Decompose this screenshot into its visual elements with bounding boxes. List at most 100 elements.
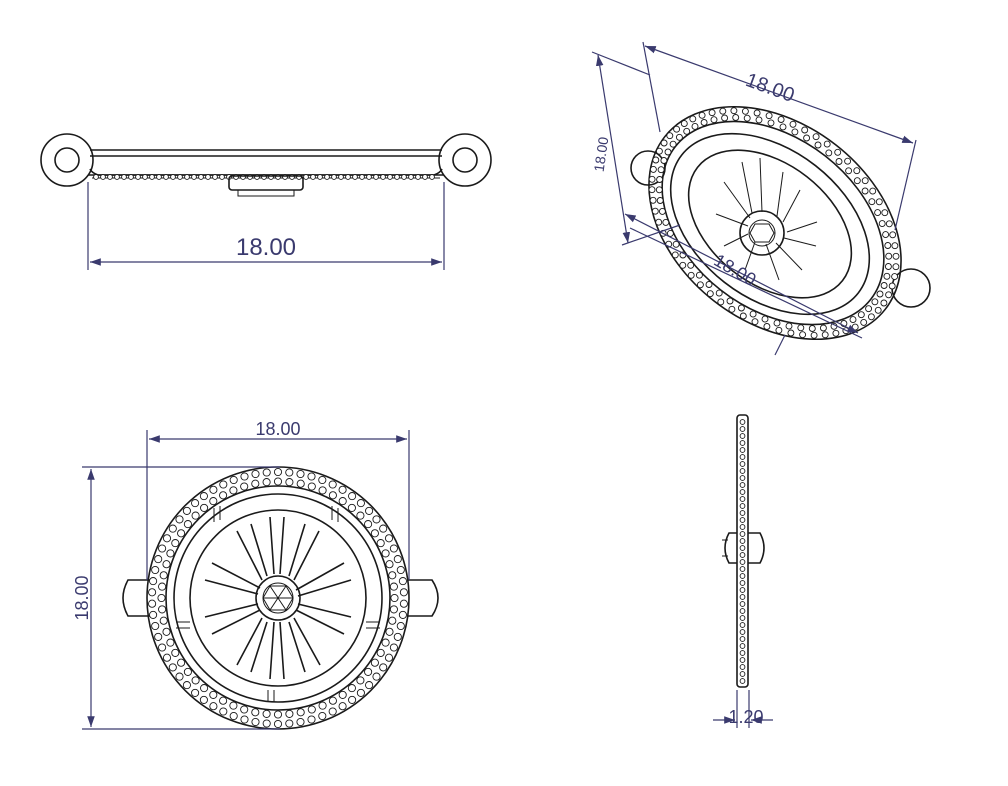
bead-stone bbox=[338, 702, 347, 711]
bead-stone bbox=[871, 298, 879, 306]
bead-stone bbox=[861, 177, 869, 185]
bead-stone bbox=[649, 165, 657, 173]
bead-stone bbox=[875, 198, 883, 206]
bead-stone bbox=[296, 708, 305, 717]
bead-stone bbox=[121, 174, 127, 180]
bead-stone bbox=[373, 174, 379, 180]
bead-stone bbox=[891, 273, 899, 281]
bead-stone bbox=[775, 326, 783, 334]
bead-stone bbox=[191, 499, 200, 508]
bead-stone bbox=[706, 290, 714, 298]
bead-stone bbox=[154, 555, 163, 564]
bead-stone bbox=[755, 116, 763, 124]
bead-stone bbox=[415, 174, 421, 180]
bead-stone bbox=[376, 648, 385, 657]
bead-stone bbox=[191, 174, 197, 180]
bead-stone bbox=[364, 520, 373, 529]
bead-stone bbox=[878, 220, 886, 228]
bead-stone bbox=[219, 480, 228, 489]
bead-stone bbox=[892, 252, 900, 260]
bead-stone bbox=[157, 593, 166, 603]
bead-stone bbox=[715, 289, 723, 297]
bead-stone bbox=[345, 174, 351, 180]
bead-stone bbox=[240, 715, 249, 724]
front-view-width-dimension-label: 18.00 bbox=[255, 419, 300, 439]
bead-stone bbox=[739, 468, 746, 474]
bead-stone bbox=[882, 231, 890, 239]
bead-stone bbox=[874, 209, 882, 217]
bead-stone bbox=[399, 588, 408, 597]
front-view-part bbox=[122, 466, 439, 730]
bead-stone bbox=[273, 467, 283, 477]
bead-stone bbox=[739, 559, 746, 565]
bead-stone bbox=[324, 174, 330, 180]
bead-stone bbox=[251, 479, 260, 488]
bead-stone bbox=[695, 271, 703, 279]
bead-stone bbox=[739, 454, 746, 460]
bead-stone bbox=[388, 571, 397, 580]
bead-stone bbox=[868, 198, 876, 206]
bead-stone bbox=[739, 636, 746, 642]
bead-stone bbox=[664, 148, 672, 156]
bead-stone bbox=[739, 496, 746, 502]
bead-stone bbox=[739, 426, 746, 432]
bead-stone bbox=[338, 485, 347, 494]
bead-stone bbox=[649, 196, 657, 204]
isometric-bottom-dimension-line bbox=[624, 213, 859, 334]
bead-stone bbox=[219, 491, 228, 500]
bead-stone bbox=[739, 587, 746, 593]
bead-stone bbox=[328, 491, 337, 500]
top-view-dimension-label: 18.00 bbox=[236, 234, 296, 261]
bead-stone bbox=[318, 486, 327, 495]
bead-stone bbox=[857, 311, 865, 319]
bead-stone bbox=[422, 174, 428, 180]
bead-stone bbox=[739, 601, 746, 607]
bead-stone bbox=[398, 610, 407, 619]
bead-stone bbox=[229, 475, 238, 485]
bead-stone bbox=[655, 186, 663, 194]
bead-stone bbox=[853, 167, 861, 175]
bead-stone bbox=[379, 524, 388, 533]
bead-stone bbox=[717, 298, 725, 306]
bead-stone bbox=[739, 475, 746, 481]
bead-stone bbox=[401, 174, 407, 180]
front-view-height-dimension-label: 18.00 bbox=[72, 575, 92, 620]
bead-stone bbox=[739, 629, 746, 635]
bead-stone bbox=[761, 315, 769, 323]
bead-stone bbox=[328, 707, 337, 716]
bead-stone bbox=[801, 126, 809, 134]
bead-stone bbox=[273, 477, 283, 486]
bead-stone bbox=[739, 664, 746, 670]
bead-stone bbox=[721, 114, 729, 122]
bead-stone bbox=[93, 174, 99, 180]
bead-stone bbox=[191, 511, 200, 520]
bead-stone bbox=[393, 632, 402, 641]
bead-stone bbox=[338, 690, 347, 699]
bead-stone bbox=[209, 690, 218, 699]
bead-stone bbox=[687, 261, 695, 269]
bead-stone bbox=[672, 240, 680, 248]
bead-stone bbox=[743, 114, 751, 122]
bead-stone bbox=[739, 573, 746, 579]
bead-stone bbox=[307, 705, 316, 714]
isometric-bottom-dimension-label: 18.00 bbox=[710, 250, 759, 290]
bead-stone bbox=[861, 187, 869, 195]
bead-stone bbox=[199, 695, 208, 704]
bead-stone bbox=[162, 627, 171, 636]
top-view-bead-row bbox=[93, 174, 435, 180]
bead-stone bbox=[219, 707, 228, 716]
bead-stone bbox=[865, 305, 873, 313]
bead-stone bbox=[200, 684, 209, 693]
bead-stone bbox=[318, 711, 327, 721]
bead-stone bbox=[739, 650, 746, 656]
bead-stone bbox=[660, 157, 668, 164]
bead-stone bbox=[168, 524, 177, 533]
bead-stone bbox=[209, 497, 218, 506]
bead-stone bbox=[705, 281, 713, 288]
bead-stone bbox=[394, 174, 400, 180]
bead-stone bbox=[671, 251, 679, 259]
bead-stone bbox=[158, 605, 167, 614]
bead-stone bbox=[384, 653, 394, 662]
bead-stone bbox=[876, 290, 884, 298]
